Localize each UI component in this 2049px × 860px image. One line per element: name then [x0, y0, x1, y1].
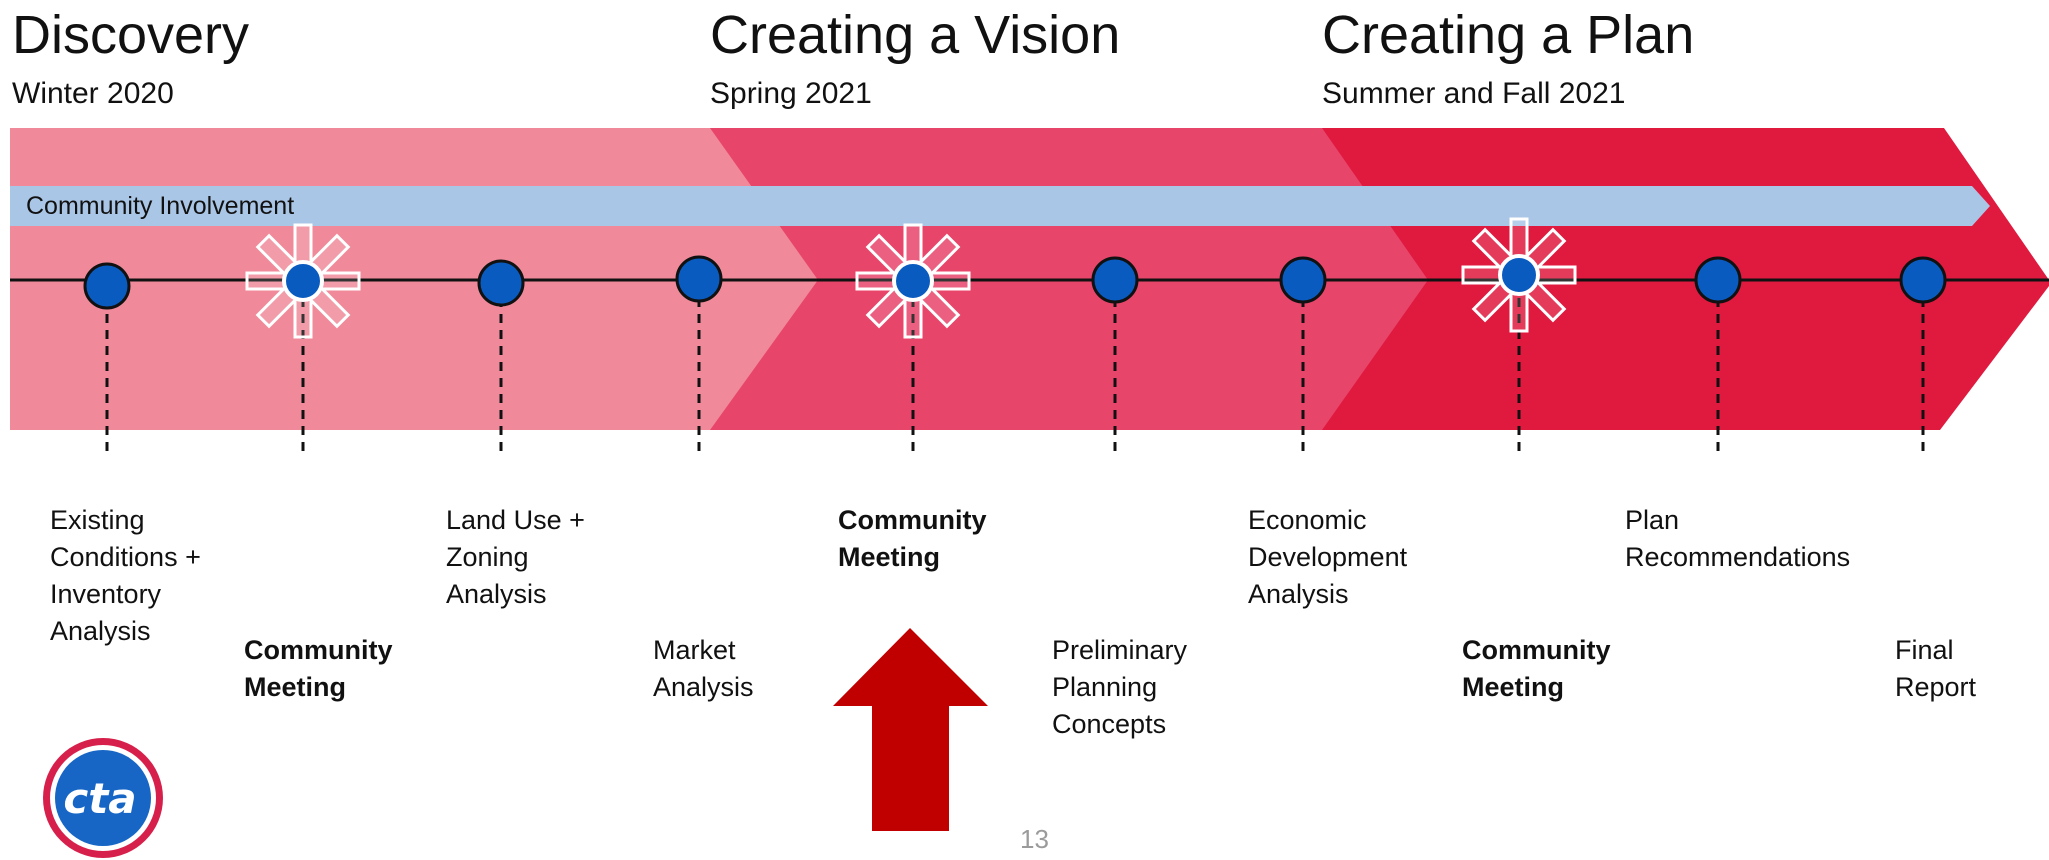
milestone-label: Economic Development Analysis [1248, 505, 1408, 609]
milestone-label: Community Meeting [244, 635, 393, 702]
milestone-label: Preliminary Planning Concepts [1052, 635, 1188, 739]
phase-subtitle-vision: Spring 2021 [710, 77, 872, 110]
cta-logo: cta [43, 738, 163, 858]
milestone-label: Community Meeting [838, 505, 987, 572]
phase-title-plan: Creating a Plan [1322, 5, 1695, 65]
community-involvement-strip [10, 186, 1990, 226]
milestone-label: Plan Recommendations [1625, 505, 1851, 572]
page-number: 13 [1020, 824, 1049, 854]
milestone-dot [1694, 256, 1742, 304]
phase-subtitle-plan: Summer and Fall 2021 [1322, 77, 1626, 110]
milestone-dot-meeting [892, 260, 934, 302]
milestone-label: Land Use + Zoning Analysis [446, 505, 585, 609]
milestone-dot [1279, 256, 1327, 304]
phase-title-discovery: Discovery [12, 5, 250, 65]
milestone-label: Market Analysis [653, 635, 754, 702]
logo-text: cta [63, 774, 136, 823]
phase-title-vision: Creating a Vision [710, 5, 1121, 65]
milestone-label: Final Report [1895, 635, 1977, 702]
milestone-label: Existing Conditions + Inventory Analysis [50, 505, 201, 646]
phase-subtitle-discovery: Winter 2020 [12, 77, 174, 110]
milestone-dot [83, 262, 131, 310]
milestone-dot-meeting [1498, 254, 1540, 296]
community-involvement-label: Community Involvement [26, 192, 295, 220]
milestone-dot [675, 255, 723, 303]
up-arrow-icon [833, 628, 988, 831]
milestone-dot [1899, 256, 1947, 304]
milestone-label: Community Meeting [1462, 635, 1611, 702]
timeline-band [10, 128, 2049, 455]
milestone-dot [477, 259, 525, 307]
milestone-dot-meeting [282, 260, 324, 302]
milestone-dot [1091, 256, 1139, 304]
